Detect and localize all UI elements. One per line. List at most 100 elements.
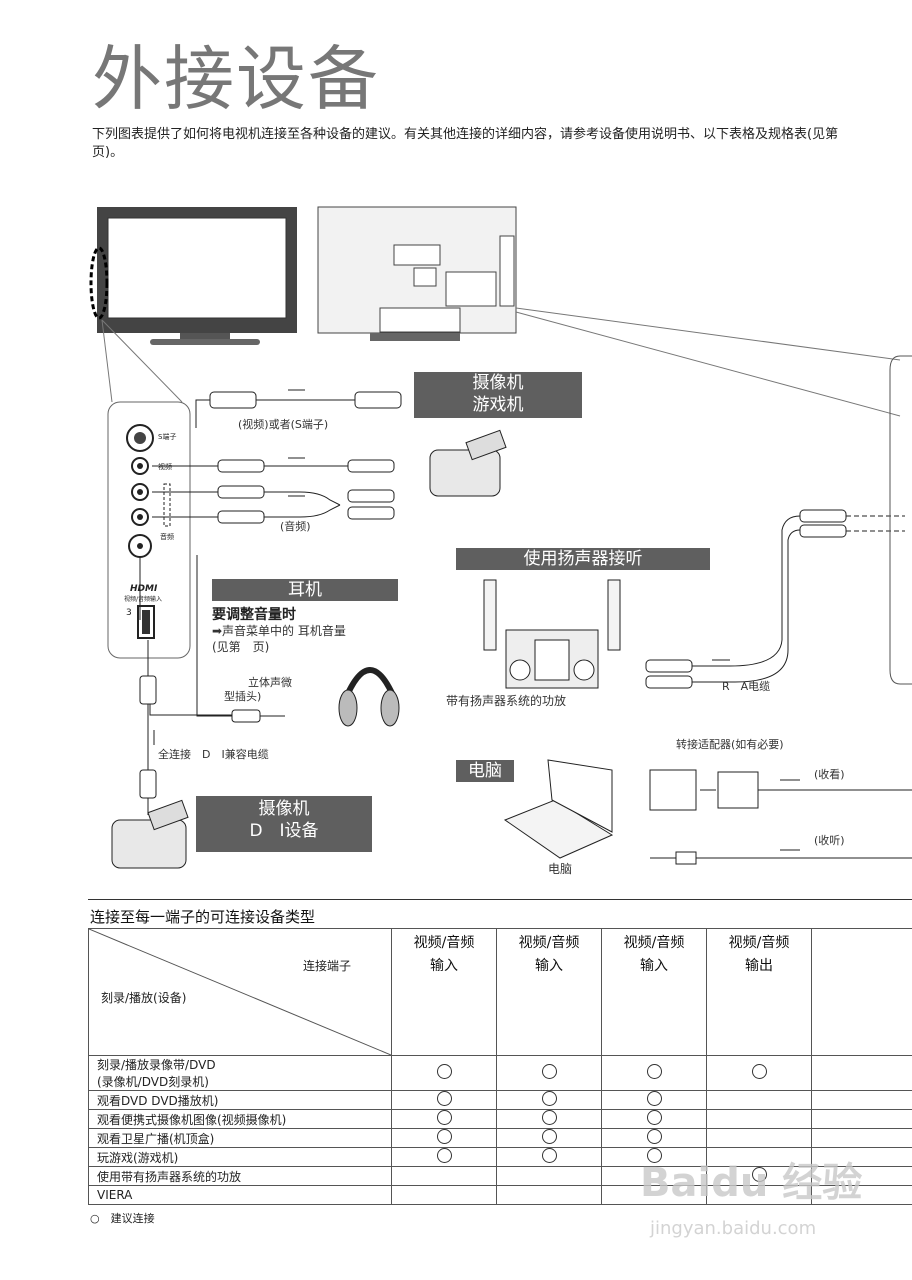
camcorder-2	[111, 819, 187, 869]
hdmi-cable-label: 全连接 D I兼容电缆	[158, 748, 269, 761]
col-header-5	[811, 928, 912, 1056]
adapter-label: 转接适配器(如有必要)	[676, 738, 784, 751]
mark-cell	[391, 1166, 497, 1186]
panel-hdmi-label: HDMI	[130, 584, 158, 594]
banner-headphones: 耳机	[212, 579, 398, 601]
recommended-mark	[541, 1129, 557, 1144]
row-label: VIERA	[88, 1185, 392, 1205]
table-row: 观看便携式摄像机图像(视频摄像机)	[88, 1109, 912, 1129]
recommended-mark	[541, 1110, 557, 1125]
table-row: 观看卫星广播(机顶盒)	[88, 1128, 912, 1148]
mark-cell	[811, 1055, 912, 1091]
row-label: 观看卫星广播(机顶盒)	[88, 1128, 392, 1148]
row-label: 刻录/播放录像带/DVD(录像机/DVD刻录机)	[88, 1055, 392, 1091]
speaker-right	[607, 579, 621, 651]
mark-cell	[601, 1090, 707, 1110]
table-corner: 连接端子 刻录/播放(设备)	[88, 928, 392, 1056]
volume-text: ➡声音菜单中的 耳机音量	[212, 624, 346, 638]
headphones	[342, 667, 398, 702]
mark-cell	[391, 1055, 497, 1091]
mark-cell	[811, 1090, 912, 1110]
recommended-mark	[751, 1064, 767, 1079]
table-row: VIERA	[88, 1185, 912, 1205]
panel-video-label: 视频	[158, 463, 172, 471]
mark-cell	[601, 1109, 707, 1129]
col-header-4: 视频/音频输出	[706, 928, 812, 1056]
mark-cell	[706, 1090, 812, 1110]
table-row: 刻录/播放录像带/DVD(录像机/DVD刻录机)	[88, 1055, 912, 1091]
mark-cell	[496, 1166, 602, 1186]
banner-pc: 电脑	[456, 760, 514, 782]
mark-cell	[601, 1055, 707, 1091]
mark-cell	[811, 1128, 912, 1148]
label-video-or-s: (视频)或者(S端子)	[238, 418, 329, 431]
recommended-mark	[436, 1110, 452, 1125]
listen-label: (收听)	[814, 834, 845, 847]
mark-cell	[811, 1109, 912, 1129]
recommended-mark	[436, 1129, 452, 1144]
camcorder-1	[429, 449, 501, 497]
col-header-2: 视频/音频输入	[496, 928, 602, 1056]
recommended-mark	[436, 1148, 452, 1163]
mark-cell	[391, 1128, 497, 1148]
mark-cell	[706, 1128, 812, 1148]
watermark-logo: Baidu 经验	[640, 1160, 863, 1206]
label-audio: (音频)	[280, 520, 311, 533]
banner-speakers: 使用扬声器接听	[456, 548, 710, 570]
table-title: 连接至每一端子的可连接设备类型	[90, 908, 316, 926]
pc-label: 电脑	[548, 862, 573, 876]
recommended-mark	[646, 1148, 662, 1163]
table-row: 观看DVD DVD播放机)	[88, 1090, 912, 1110]
volume-page: (见第 页)	[212, 640, 270, 654]
recommended-mark	[646, 1064, 662, 1079]
mark-cell	[496, 1185, 602, 1205]
mark-cell	[391, 1090, 497, 1110]
legend: ○ 建议连接	[90, 1212, 155, 1225]
col-header-3: 视频/音频输入	[601, 928, 707, 1056]
mark-cell	[391, 1185, 497, 1205]
stereo-plug-2: 型插头)	[224, 690, 262, 703]
row-label: 玩游戏(游戏机)	[88, 1147, 392, 1167]
table-row: 玩游戏(游戏机)	[88, 1147, 912, 1167]
panel-hdmi-num: 3	[126, 608, 132, 618]
recommended-mark	[541, 1064, 557, 1079]
recommended-mark	[751, 1167, 767, 1182]
mark-cell	[496, 1128, 602, 1148]
row-label: 观看便携式摄像机图像(视频摄像机)	[88, 1109, 392, 1129]
recommended-mark	[541, 1148, 557, 1163]
recommended-mark	[436, 1091, 452, 1106]
laptop	[503, 799, 614, 859]
row-label: 使用带有扬声器系统的功放	[88, 1166, 392, 1186]
rca-cable-label: R A电缆	[722, 680, 771, 693]
mark-cell	[496, 1090, 602, 1110]
watermark-url: jingyan.baidu.com	[650, 1218, 817, 1239]
connection-diagram	[88, 206, 912, 900]
speaker-left	[483, 579, 497, 651]
mark-cell	[391, 1109, 497, 1129]
mark-cell	[601, 1128, 707, 1148]
device-table: 连接端子 刻录/播放(设备) 视频/音频输入 视频/音频输入 视频/音频输入 视…	[88, 928, 912, 1205]
col-header-1: 视频/音频输入	[391, 928, 497, 1056]
volume-title: 要调整音量时	[212, 607, 296, 623]
banner-camcorder-game: 摄像机游戏机	[414, 372, 582, 418]
watch-label: (收看)	[814, 768, 845, 781]
mark-cell	[496, 1147, 602, 1167]
mark-cell	[811, 1185, 912, 1205]
stereo-plug-1: 立体声微	[248, 676, 292, 689]
recommended-mark	[646, 1091, 662, 1106]
panel-audio-label: 音频	[160, 533, 174, 541]
mark-cell	[391, 1147, 497, 1167]
recommended-mark	[646, 1110, 662, 1125]
intro-text: 下列图表提供了如何将电视机连接至各种设备的建议。有关其他连接的详细内容，请参考设…	[92, 127, 852, 160]
recommended-mark	[541, 1091, 557, 1106]
mark-cell	[706, 1109, 812, 1129]
mark-cell	[496, 1109, 602, 1129]
mark-cell	[496, 1055, 602, 1091]
panel-hdmi-sub: 视频/音频输入	[124, 596, 163, 603]
mark-cell	[706, 1055, 812, 1091]
recommended-mark	[646, 1129, 662, 1144]
recommended-mark	[436, 1064, 452, 1079]
row-label: 观看DVD DVD播放机)	[88, 1090, 392, 1110]
amp-label: 带有扬声器系统的功放	[446, 694, 567, 708]
